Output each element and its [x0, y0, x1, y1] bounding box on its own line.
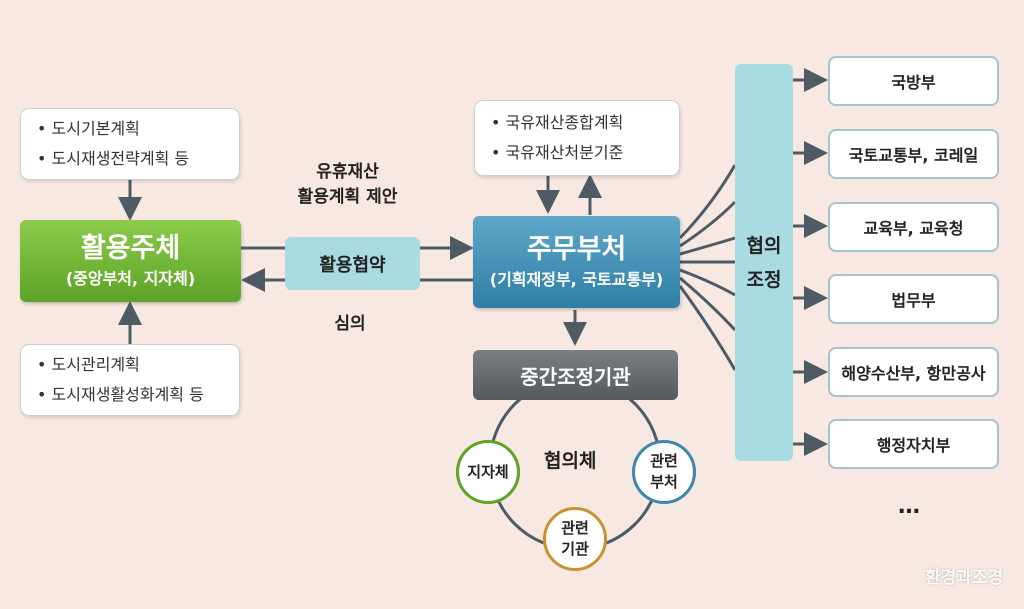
ministry-oceans: 해양수산부, 항만공사	[828, 347, 999, 397]
node-line: 관련	[561, 519, 589, 537]
user-entity-subtitle: (중앙부처, 지자체)	[65, 269, 196, 288]
lead-ministry-subtitle: (기획재정부, 국토교통부)	[489, 270, 664, 289]
coordination-box: 협의 조정	[735, 64, 793, 461]
publisher-watermark: 환경과조경	[925, 568, 1004, 588]
urban-plan-note: 도시기본계획 도시재생전략계획 등	[20, 108, 240, 180]
proposal-line-1: 유휴재산	[316, 162, 379, 182]
coordination-line-1: 협의	[746, 234, 782, 257]
fan-line-5	[679, 268, 736, 297]
council-label: 협의체	[544, 450, 597, 472]
proposal-label: 유휴재산 활용계획 제안	[270, 160, 425, 210]
ministry-education: 교육부, 교육청	[828, 202, 999, 252]
review-label: 심의	[334, 314, 366, 334]
note-item: 도시관리계획	[37, 350, 140, 380]
ministry-justice: 법무부	[828, 274, 999, 324]
node-line: 기관	[561, 540, 589, 558]
node-line: 부처	[650, 473, 678, 491]
lead-ministry-title: 주무부처	[526, 234, 627, 265]
user-entity-box: 활용주체 (중앙부처, 지자체)	[20, 220, 241, 302]
council-node-related-agency: 관련 기관	[543, 507, 607, 571]
note-item: 국유재산종합계획	[491, 108, 624, 138]
lead-ministry-box: 주무부처 (기획재정부, 국토교통부)	[473, 216, 680, 308]
note-item: 도시재생전략계획 등	[37, 144, 190, 174]
ministry-defense: 국방부	[828, 56, 999, 106]
urban-management-note: 도시관리계획 도시재생활성화계획 등	[20, 344, 240, 416]
council-node-local-gov: 지자체	[456, 440, 520, 504]
fan-line-1	[678, 164, 737, 240]
ministry-interior: 행정자치부	[828, 419, 999, 469]
node-line: 지자체	[467, 462, 509, 481]
note-item: 국유재산처분기준	[491, 138, 624, 168]
proposal-line-2: 활용계획 제안	[297, 187, 398, 207]
user-entity-title: 활용주체	[80, 233, 181, 264]
coordination-line-2: 조정	[746, 268, 782, 291]
ministry-land-transport: 국토교통부, 코레일	[828, 129, 999, 179]
national-asset-note: 국유재산종합계획 국유재산처분기준	[474, 100, 680, 176]
mediator-box: 중간조정기관	[473, 350, 678, 400]
agreement-box: 활용협약	[285, 237, 420, 290]
fan-line-7	[678, 285, 737, 371]
node-line: 관련	[650, 452, 678, 470]
note-item: 도시재생활성화계획 등	[37, 380, 204, 410]
note-item: 도시기본계획	[37, 114, 140, 144]
fan-line-2	[679, 200, 737, 248]
fan-line-6	[679, 276, 737, 332]
council-node-related-ministry: 관련 부처	[632, 440, 696, 504]
more-ellipsis: …	[898, 494, 921, 519]
fan-line-3	[679, 236, 736, 256]
